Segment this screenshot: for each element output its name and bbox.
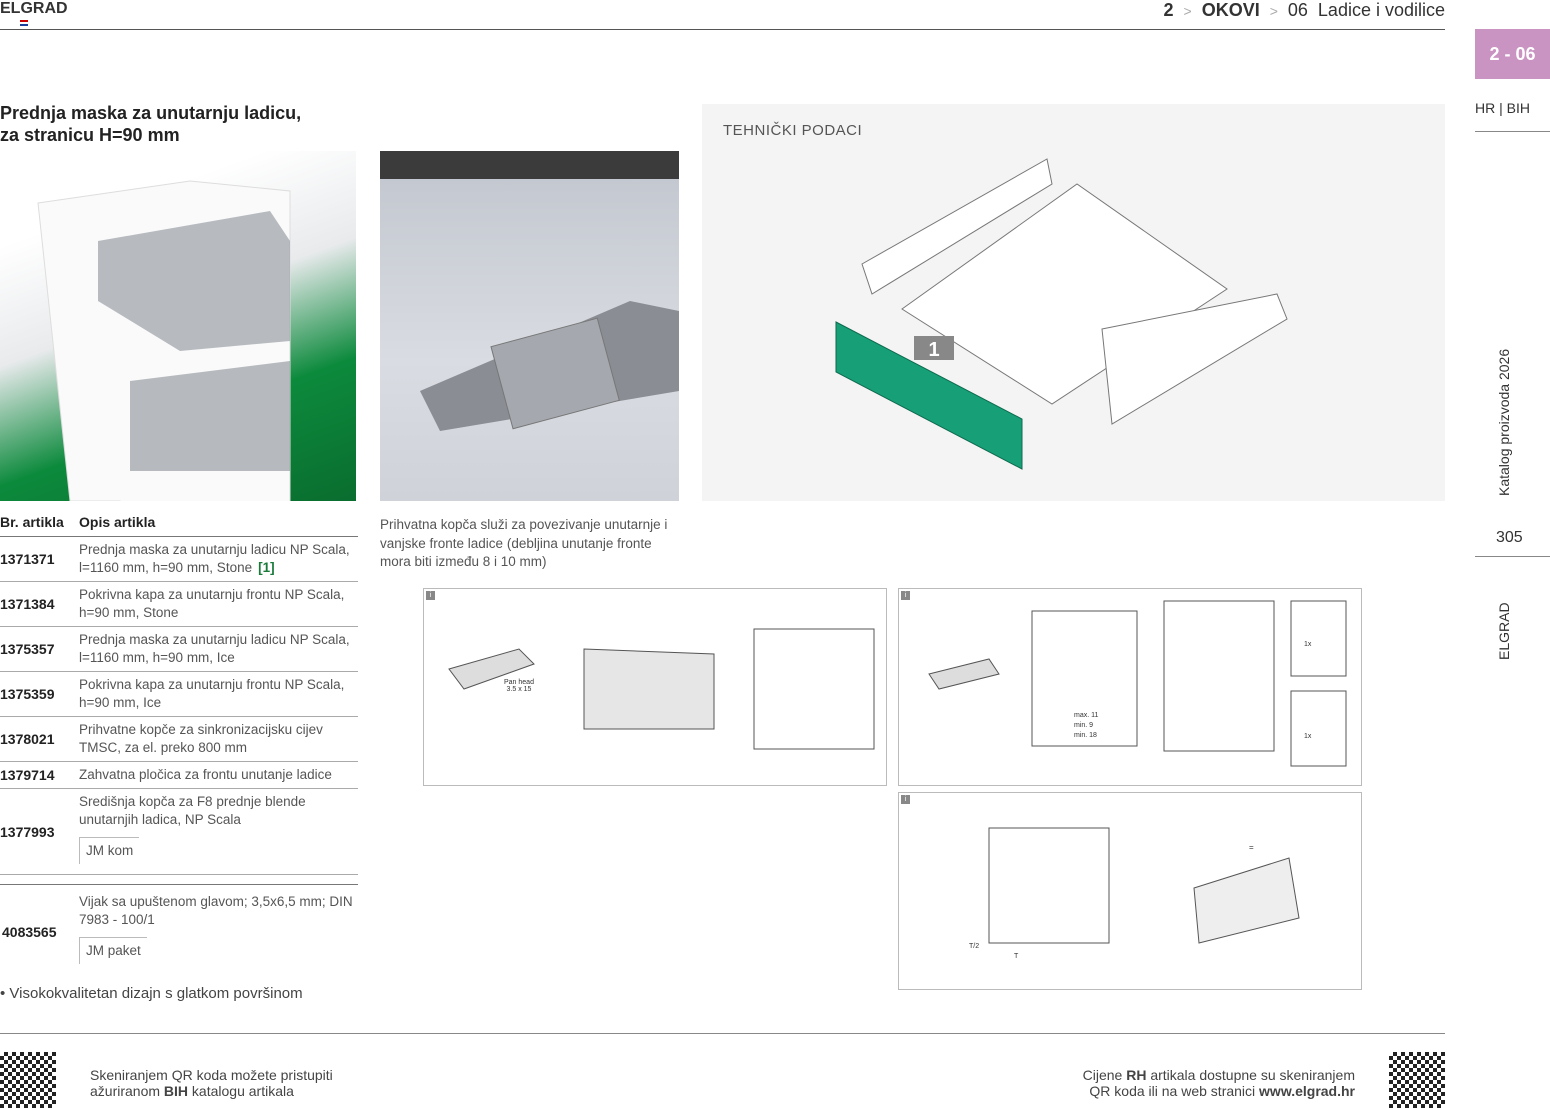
screw-size-label: 3.5 x 15 [506,686,532,693]
article-desc: Pokrivna kapa za unutarnju frontu NP Sca… [79,581,358,627]
footer-right: Cijene RH artikala dostupne su skeniranj… [1082,1067,1355,1099]
article-code: 1379714 [0,761,79,789]
flag-icon [20,20,28,26]
divider [1475,131,1550,132]
qty-label: 1x [1304,641,1312,648]
chevron-right-icon: > [1269,2,1278,19]
qr-code-bih[interactable] [0,1052,56,1108]
product-photo-clip [380,151,679,501]
info-icon: i [901,591,910,600]
product-title: Prednja maska za unutarnju ladicu,za str… [0,103,302,145]
product-photo-drawer [0,151,356,597]
chevron-right-icon: > [1183,2,1192,19]
article-code: 1371384 [0,581,79,627]
article-desc: Središnja kopča za F8 prednje blende unu… [79,788,358,875]
article-code: 1375359 [0,671,79,717]
side-brand: ELGRAD [1496,602,1512,660]
install-diagram-3: i T/2 T = [898,792,1362,990]
divider [0,1033,1445,1034]
t-half-label: T/2 [969,943,980,950]
article-desc: Vijak sa upuštenom glavom; 3,5x6,5 mm; D… [79,884,358,974]
article-desc: Zahvatna pločica za frontu unutanje ladi… [79,761,358,789]
info-icon: i [426,591,435,600]
page-number: 305 [1496,529,1523,546]
min9-label: min. 9 [1074,722,1094,729]
divider [0,29,1445,30]
article-desc: Prednja maska za unutarnju ladicu NP Sca… [79,626,358,672]
website-link[interactable]: www.elgrad.hr [1259,1083,1355,1099]
t-label: T [1014,953,1019,960]
max-label: max. 11 [1074,712,1099,719]
brand-logo: ELGRAD [0,0,68,17]
breadcrumb-section[interactable]: OKOVI [1201,0,1260,20]
qty-label: 1x [1304,733,1312,740]
breadcrumb-page[interactable]: Ladice i vodilice [1317,0,1445,20]
column-header-desc: Opis artikla [79,510,358,537]
article-desc: Prihvatne kopče za sinkronizacijsku cije… [79,716,358,762]
column-header-code: Br. artikla [0,510,79,537]
breadcrumb-number: 06 [1287,0,1308,20]
article-desc: Prednja maska za unutarnju ladicu NP Sca… [79,536,358,582]
qr-code-rh[interactable] [1389,1052,1445,1108]
article-code: 1375357 [0,626,79,672]
breadcrumb-chapter[interactable]: 2 [1163,0,1174,20]
catalog-label: Katalog proizvoda 2026 [1496,348,1512,496]
technical-data-panel: TEHNIČKI PODACI 1 [702,104,1445,501]
breadcrumb: 2 > OKOVI > 06 Ladice i vodilice [1163,0,1445,21]
divider [1475,556,1550,557]
marker-label: 1 [928,339,939,361]
reference-marker: [1] [258,560,275,575]
article-code: 1377993 [0,788,79,875]
article-code: 1378021 [0,716,79,762]
pan-head-label: Pan head [504,679,534,686]
install-diagram-2: i max. 11 min. 9 min. 18 1x 1x [898,588,1362,786]
section-tab[interactable]: 2 - 06 [1475,29,1550,79]
unit-label: JM paket [79,937,147,964]
min18-label: min. 18 [1074,732,1097,739]
article-desc: Pokrivna kapa za unutarnju frontu NP Sca… [79,671,358,717]
equal-label: = [1249,843,1254,852]
unit-label: JM kom [79,837,140,864]
language-label: HR | BIH [1475,100,1530,116]
clip-caption: Prihvatna kopča služi za povezivanje unu… [380,517,668,569]
feature-bullet: • Visokokvalitetan dizajn s glatkom povr… [0,985,303,1002]
info-icon: i [901,795,910,804]
technical-data-label: TEHNIČKI PODACI [723,122,863,139]
article-code: 1371371 [0,536,79,582]
article-code: 4083565 [0,884,79,974]
